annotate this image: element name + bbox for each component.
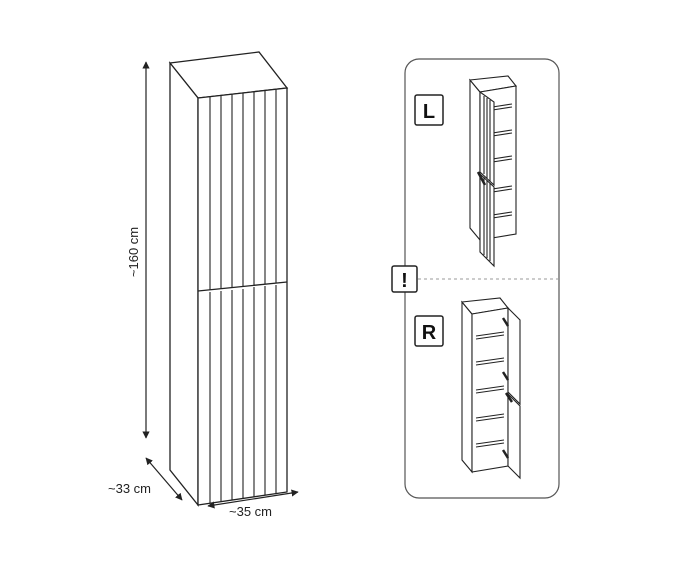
left-door-handle <box>476 171 487 186</box>
width-arrow <box>207 489 299 509</box>
height-label: ~160 cm <box>126 227 141 277</box>
left-variant-badge: L <box>414 94 444 126</box>
left-open-cabinet <box>468 75 518 268</box>
right-variant-badge: R <box>414 315 444 347</box>
right-open-cabinet <box>460 297 521 480</box>
upper-door-flutes <box>209 89 277 290</box>
main-cabinet <box>168 51 289 507</box>
left-variant-label: L <box>423 101 435 123</box>
right-door-hinge-top <box>501 317 510 327</box>
dimension-lines <box>142 61 299 509</box>
right-door-hinge-bottom <box>501 449 510 459</box>
right-variant-label: R <box>422 322 437 344</box>
right-open-door-upper <box>507 306 521 406</box>
lower-door-flutes <box>209 285 277 503</box>
right-open-door-lower <box>507 392 521 480</box>
right-door-hinge-low <box>504 392 514 403</box>
right-door-hinge-mid <box>501 371 510 381</box>
depth-arrow <box>145 457 183 501</box>
notice-badge: ! <box>391 265 418 293</box>
depth-label: ~33 cm <box>108 481 151 496</box>
notice-mark: ! <box>401 270 408 292</box>
cabinet-side <box>169 61 199 507</box>
right-cabinet-shelves <box>475 331 505 448</box>
width-label: ~35 cm <box>229 504 272 519</box>
